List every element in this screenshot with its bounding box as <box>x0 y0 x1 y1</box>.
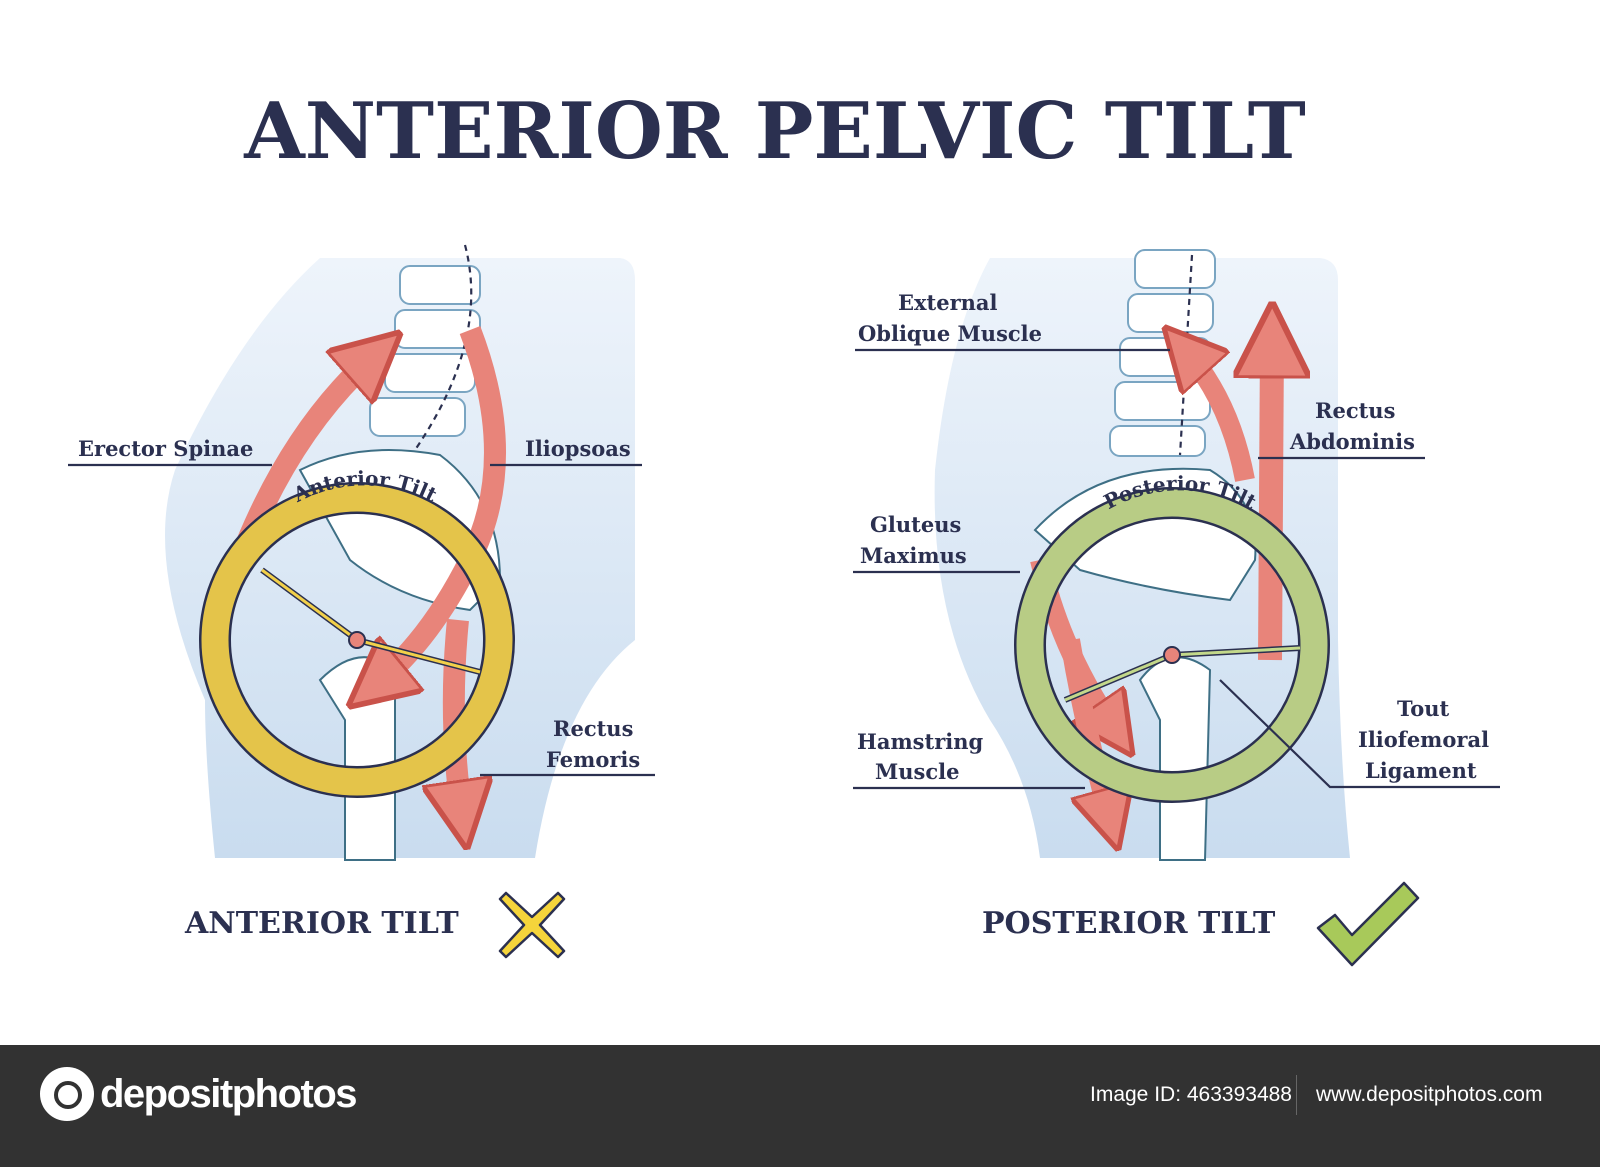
label-external-oblique-2: Oblique Muscle <box>858 321 1042 346</box>
muscle-arrows <box>1030 340 1272 820</box>
label-external-oblique-1: External <box>898 290 998 315</box>
image-id: Image ID: 463393488 <box>1090 1083 1292 1106</box>
camera-icon <box>40 1067 94 1121</box>
label-gluteus-1: Gluteus <box>870 512 961 537</box>
label-hamstring-2: Muscle <box>875 759 959 784</box>
caption-posterior-tilt: POSTERIOR TILT <box>982 906 1276 941</box>
anterior-tilt-illustration: Anterior Tilt Erector Spinae Iliopsoas R… <box>68 244 655 861</box>
posterior-tilt-illustration: Posterior Tilt External Oblique Muscle R… <box>853 249 1500 861</box>
spine <box>369 265 481 437</box>
site-link[interactable]: www.depositphotos.com <box>1316 1083 1543 1106</box>
anterior-tilt-ring: Anterior Tilt <box>199 466 515 798</box>
label-gluteus-2: Maximus <box>860 543 967 568</box>
label-erector-spinae: Erector Spinae <box>78 436 253 461</box>
check-icon <box>1316 881 1420 967</box>
logo-text: depositphotos <box>100 1071 358 1116</box>
posterior-tilt-ring: Posterior Tilt <box>1014 471 1330 803</box>
label-ligament-1: Tout <box>1397 696 1449 721</box>
label-hamstring-1: Hamstring <box>857 729 984 754</box>
leader-line <box>1219 679 1500 789</box>
caption-anterior-tilt: ANTERIOR TILT <box>184 906 459 941</box>
femur <box>1138 656 1212 861</box>
label-rectus-abdominis-2: Abdominis <box>1289 429 1415 454</box>
label-rectus-abdominis-1: Rectus <box>1315 398 1395 423</box>
label-rectus-femoris-2: Femoris <box>546 747 640 772</box>
label-ligament-2: Iliofemoral <box>1358 727 1489 752</box>
page-title: ANTERIOR PELVIC TILT <box>243 86 1306 177</box>
label-iliopsoas: Iliopsoas <box>525 436 631 461</box>
footer-bar: depositphotos Image ID: 463393488 www.de… <box>0 1045 1600 1167</box>
cross-icon <box>498 891 566 959</box>
label-rectus-femoris-1: Rectus <box>553 716 633 741</box>
divider <box>1296 1075 1297 1115</box>
diagram: ANTERIOR PELVIC TILT Anterior Tilt Erect… <box>68 86 1500 967</box>
depositphotos-logo[interactable]: depositphotos <box>40 1067 358 1121</box>
label-ligament-3: Ligament <box>1365 758 1477 783</box>
